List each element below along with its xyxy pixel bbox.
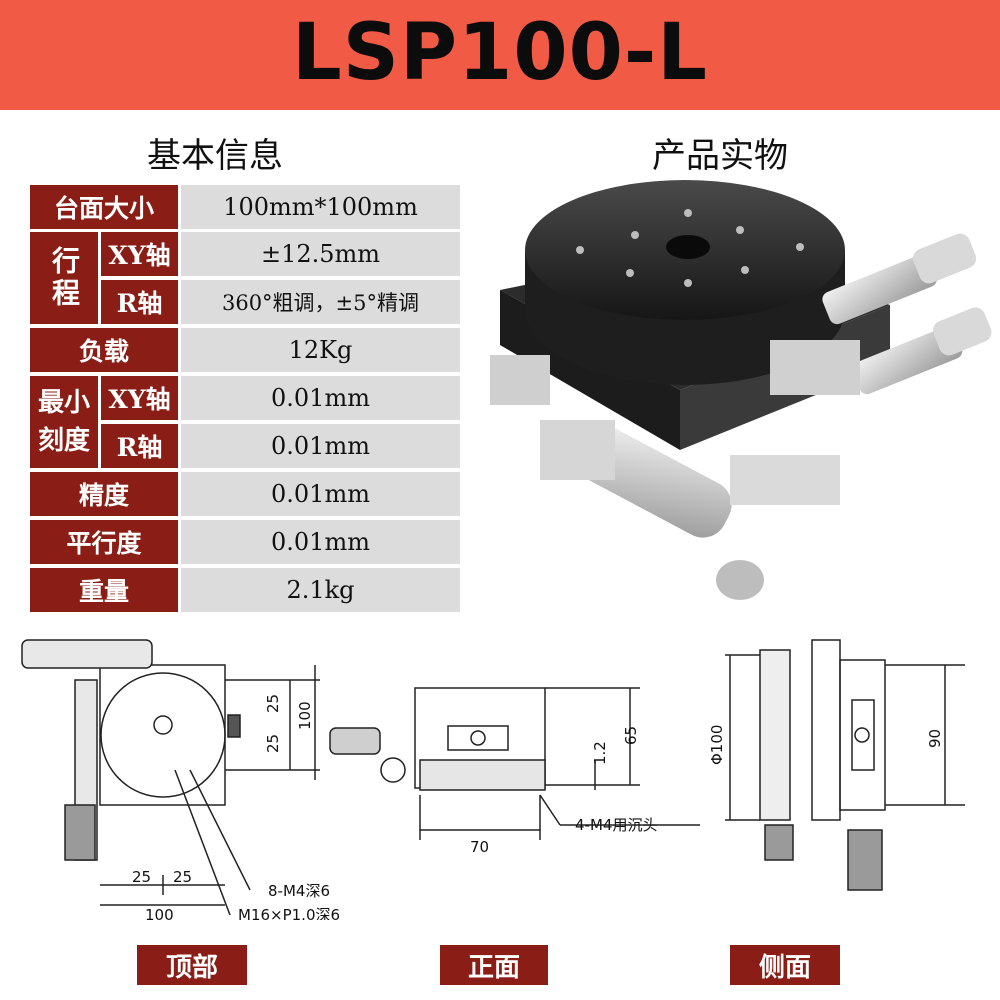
spec-value-min-scale-r: 0.01mm xyxy=(181,424,460,468)
spec-value-travel-r: 360°粗调，±5°精调 xyxy=(181,280,460,324)
dim-top-100-horiz: 100 xyxy=(145,906,174,920)
spec-label-table-size: 台面大小 xyxy=(30,185,178,229)
dim-top-25-c: 25 xyxy=(132,868,151,886)
dim-side-phi100: Φ100 xyxy=(708,725,726,765)
spec-value-weight: 2.1kg xyxy=(181,568,460,612)
dim-top-100-vert: 100 xyxy=(296,701,314,730)
product-photo-heading: 产品实物 xyxy=(652,136,788,176)
callout-4-m4: 4-M4用沉头 xyxy=(575,816,657,834)
side-block-right xyxy=(770,340,860,395)
callout-8-m4: 8-M4深6 xyxy=(268,882,330,900)
spec-value-accuracy: 0.01mm xyxy=(181,472,460,516)
spec-value-parallelism: 0.01mm xyxy=(181,520,460,564)
micrometer-y xyxy=(852,307,992,395)
spec-label-min-scale-r: R轴 xyxy=(101,424,178,468)
dim-front-65: 65 xyxy=(622,726,640,745)
side-view-drawing xyxy=(725,639,965,891)
spec-label-min-scale-xy: XY轴 xyxy=(101,376,178,420)
view-label-side: 侧面 xyxy=(730,945,840,985)
spec-label-accuracy: 精度 xyxy=(30,472,178,516)
spec-label-travel-r: R轴 xyxy=(101,280,178,324)
dim-side-90: 90 xyxy=(926,729,944,748)
side-block-bottom xyxy=(730,455,840,505)
side-block-left xyxy=(490,355,550,405)
dim-top-25-b: 25 xyxy=(264,734,282,753)
spec-label-load: 负载 xyxy=(30,328,178,372)
view-label-front: 正面 xyxy=(440,945,548,985)
basic-info-heading: 基本信息 xyxy=(147,136,283,176)
center-hole xyxy=(666,235,710,259)
dim-front-1-2: 1.2 xyxy=(591,741,609,765)
spec-value-table-size: 100mm*100mm xyxy=(181,185,460,229)
title-banner: LSP100-L xyxy=(0,0,1000,110)
view-label-top: 顶部 xyxy=(137,945,247,985)
spec-value-travel-xy: ±12.5mm xyxy=(181,232,460,276)
spec-value-min-scale-xy: 0.01mm xyxy=(181,376,460,420)
product-photo xyxy=(490,180,992,600)
top-view-drawing xyxy=(21,639,320,916)
spec-label-travel: 行程 xyxy=(30,232,98,324)
spec-label-weight: 重量 xyxy=(30,568,178,612)
dim-top-25-a: 25 xyxy=(264,694,282,713)
dim-front-70: 70 xyxy=(470,838,489,856)
front-view-drawing xyxy=(329,687,700,840)
product-model-title: LSP100-L xyxy=(292,8,708,98)
side-block-front xyxy=(540,420,615,480)
spec-value-load: 12Kg xyxy=(181,328,460,372)
micrometer-x xyxy=(822,233,977,325)
spec-label-travel-xy: XY轴 xyxy=(101,232,178,276)
technical-drawings: 25 25 100 25 25 100 8-M4深6 M16×P1.0深6 65… xyxy=(21,639,965,920)
spec-label-min-scale: 最小刻度 xyxy=(30,376,98,468)
spec-table: 台面大小 100mm*100mm 行程 XY轴 ±12.5mm R轴 360°粗… xyxy=(30,185,460,617)
spec-label-parallelism: 平行度 xyxy=(30,520,178,564)
callout-m16: M16×P1.0深6 xyxy=(238,906,340,920)
dim-top-25-d: 25 xyxy=(173,868,192,886)
mounting-holes xyxy=(576,209,804,287)
